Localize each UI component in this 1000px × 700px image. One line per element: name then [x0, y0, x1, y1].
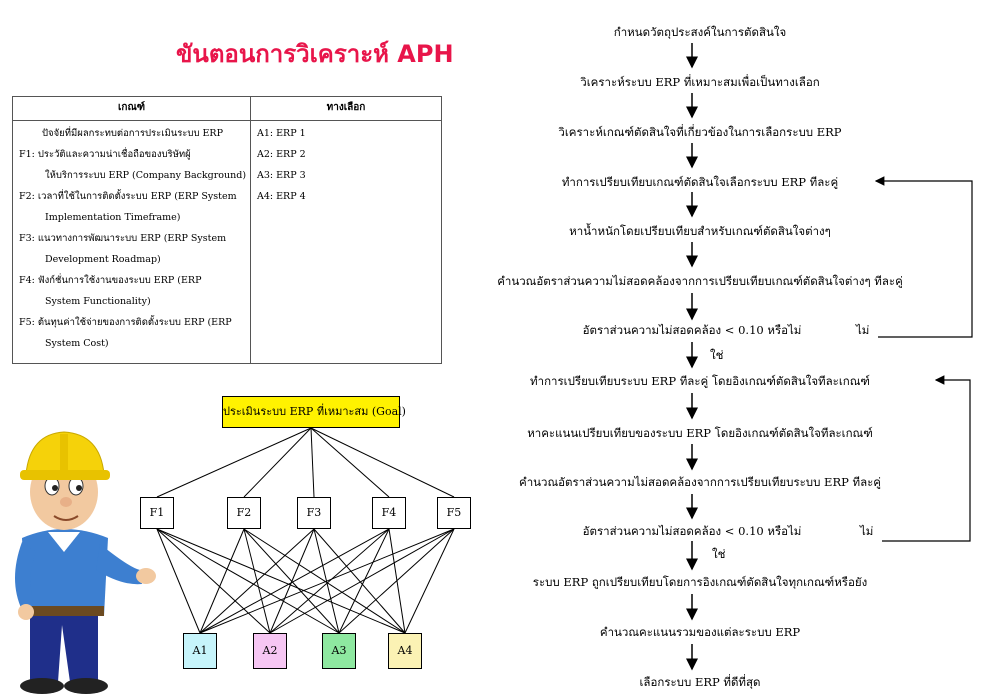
flow-step: ทำการเปรียบเทียบเกณฑ์ตัดสินใจเลือกระบบ E…: [561, 175, 839, 189]
criteria-header: เกณฑ์: [13, 97, 251, 121]
criterion-line: F3: แนวทางการพัฒนาระบบ ERP (ERP System: [19, 233, 227, 244]
flow-step: กำหนดวัตถุประสงค์ในการตัดสินใจ: [613, 25, 787, 39]
flow-decision: อัตราส่วนความไม่สอดคล้อง < 0.10 หรือไม่: [582, 323, 802, 337]
alternatives-header: ทางเลือก: [251, 97, 441, 121]
criterion-line: F4: ฟังก์ชั่นการใช้งานของระบบ ERP (ERP: [19, 275, 202, 286]
criterion-line: F2: เวลาที่ใช้ในการติดตั้งระบบ ERP (ERP …: [19, 191, 237, 202]
alternative-item: A2: ERP 2: [257, 149, 306, 160]
criterion-line: F1: ประวัติและความน่าเชื่อถือของบริษัทผู…: [19, 149, 191, 160]
criterion-line: Implementation Timeframe): [45, 212, 181, 223]
flow-decision: อัตราส่วนความไม่สอดคล้อง < 0.10 หรือไม่: [582, 524, 802, 538]
criteria-intro: ปัจจัยที่มีผลกระทบต่อการประเมินระบบ ERP: [42, 128, 223, 139]
flow-step: คำนวณอัตราส่วนความไม่สอดคล้องจากการเปรีย…: [519, 475, 881, 489]
criteria-cell: ปัจจัยที่มีผลกระทบต่อการประเมินระบบ ERP …: [13, 121, 251, 363]
flow-step: หาคะแนนเปรียบเทียบของระบบ ERP โดยอิงเกณฑ…: [527, 426, 873, 440]
alternatives-cell: A1: ERP 1 A2: ERP 2 A3: ERP 3 A4: ERP 4: [251, 121, 441, 363]
criterion-box: F2: [227, 497, 261, 529]
alternative-item: A3: ERP 3: [257, 170, 306, 181]
flow-step: วิเคราะห์เกณฑ์ตัดสินใจที่เกี่ยวข้องในการ…: [558, 125, 842, 139]
flow-step: วิเคราะห์ระบบ ERP ที่เหมาะสมเพื่อเป็นทาง…: [580, 75, 820, 89]
criterion-line: F5: ต้นทุนค่าใช้จ่ายของการติดตั้งระบบ ER…: [19, 317, 232, 328]
construction-worker-icon: [15, 431, 156, 694]
alternative-box: A4: [388, 633, 422, 669]
alternative-item: A1: ERP 1: [257, 128, 306, 139]
no-label: ไม่: [856, 323, 870, 337]
criterion-line: Development Roadmap): [45, 254, 161, 265]
criterion-box: F3: [297, 497, 331, 529]
flow-step: ทำการเปรียบเทียบระบบ ERP ทีละคู่ โดยอิงเ…: [530, 374, 870, 388]
alternative-box: A2: [253, 633, 287, 669]
yes-label: ใช่: [712, 547, 726, 561]
criteria-table: เกณฑ์ ทางเลือก ปัจจัยที่มีผลกระทบต่อการป…: [12, 96, 442, 364]
flow-step: คำนวณอัตราส่วนความไม่สอดคล้องจากการเปรีย…: [497, 274, 903, 288]
flow-step: เลือกระบบ ERP ที่ดีที่สุด: [639, 675, 761, 689]
flow-step: ระบบ ERP ถูกเปรียบเทียบโดยการอิงเกณฑ์ตัด…: [532, 575, 868, 589]
flow-step: คำนวณคะแนนรวมของแต่ละระบบ ERP: [599, 625, 801, 639]
page-title: ขันตอนการวิเคราะห์ APH: [176, 40, 454, 68]
alternative-box: A1: [183, 633, 217, 669]
goal-box: ประเมินระบบ ERP ที่เหมาะสม (Goal): [222, 396, 406, 428]
alternative-item: A4: ERP 4: [257, 191, 306, 202]
yes-label: ใช่: [710, 348, 724, 362]
criterion-line: ให้บริการระบบ ERP (Company Background): [45, 170, 247, 181]
no-label: ไม่: [860, 524, 874, 538]
criterion-box: F5: [437, 497, 471, 529]
criterion-line: System Functionality): [45, 296, 151, 307]
criterion-box: F1: [140, 497, 174, 529]
flow-step: หาน้ำหนักโดยเปรียบเทียบสำหรับเกณฑ์ตัดสิน…: [569, 224, 831, 238]
alternative-box: A3: [322, 633, 356, 669]
criterion-box: F4: [372, 497, 406, 529]
criterion-line: System Cost): [45, 338, 109, 349]
